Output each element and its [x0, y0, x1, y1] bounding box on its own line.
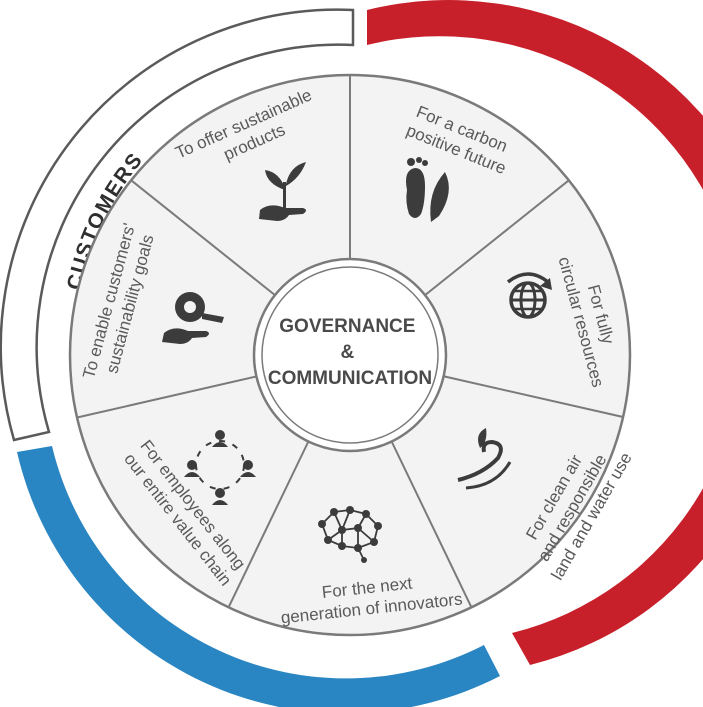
- segment-divider: [390, 441, 473, 608]
- society-band: [17, 446, 500, 707]
- wind-water-icon: [457, 428, 512, 490]
- plant-in-hand-icon: [259, 162, 306, 221]
- customers-band: [0, 8, 355, 442]
- segment-divider: [443, 375, 624, 419]
- globe-arrow-icon: [506, 272, 552, 319]
- center-circle-outer: [252, 257, 448, 453]
- people-circle-icon: [184, 430, 256, 505]
- segment-divider: [424, 179, 570, 296]
- footprint-leaf-icon: [406, 157, 449, 222]
- center-title: GOVERNANCE & COMMUNICATION: [268, 316, 432, 389]
- center-circle-inner: [261, 266, 439, 444]
- segment-divider: [130, 179, 276, 296]
- segment-divider: [76, 375, 257, 419]
- segment-divider: [227, 441, 310, 608]
- brain-network-icon: [318, 506, 382, 563]
- tape-roll-hand-icon: [162, 292, 224, 344]
